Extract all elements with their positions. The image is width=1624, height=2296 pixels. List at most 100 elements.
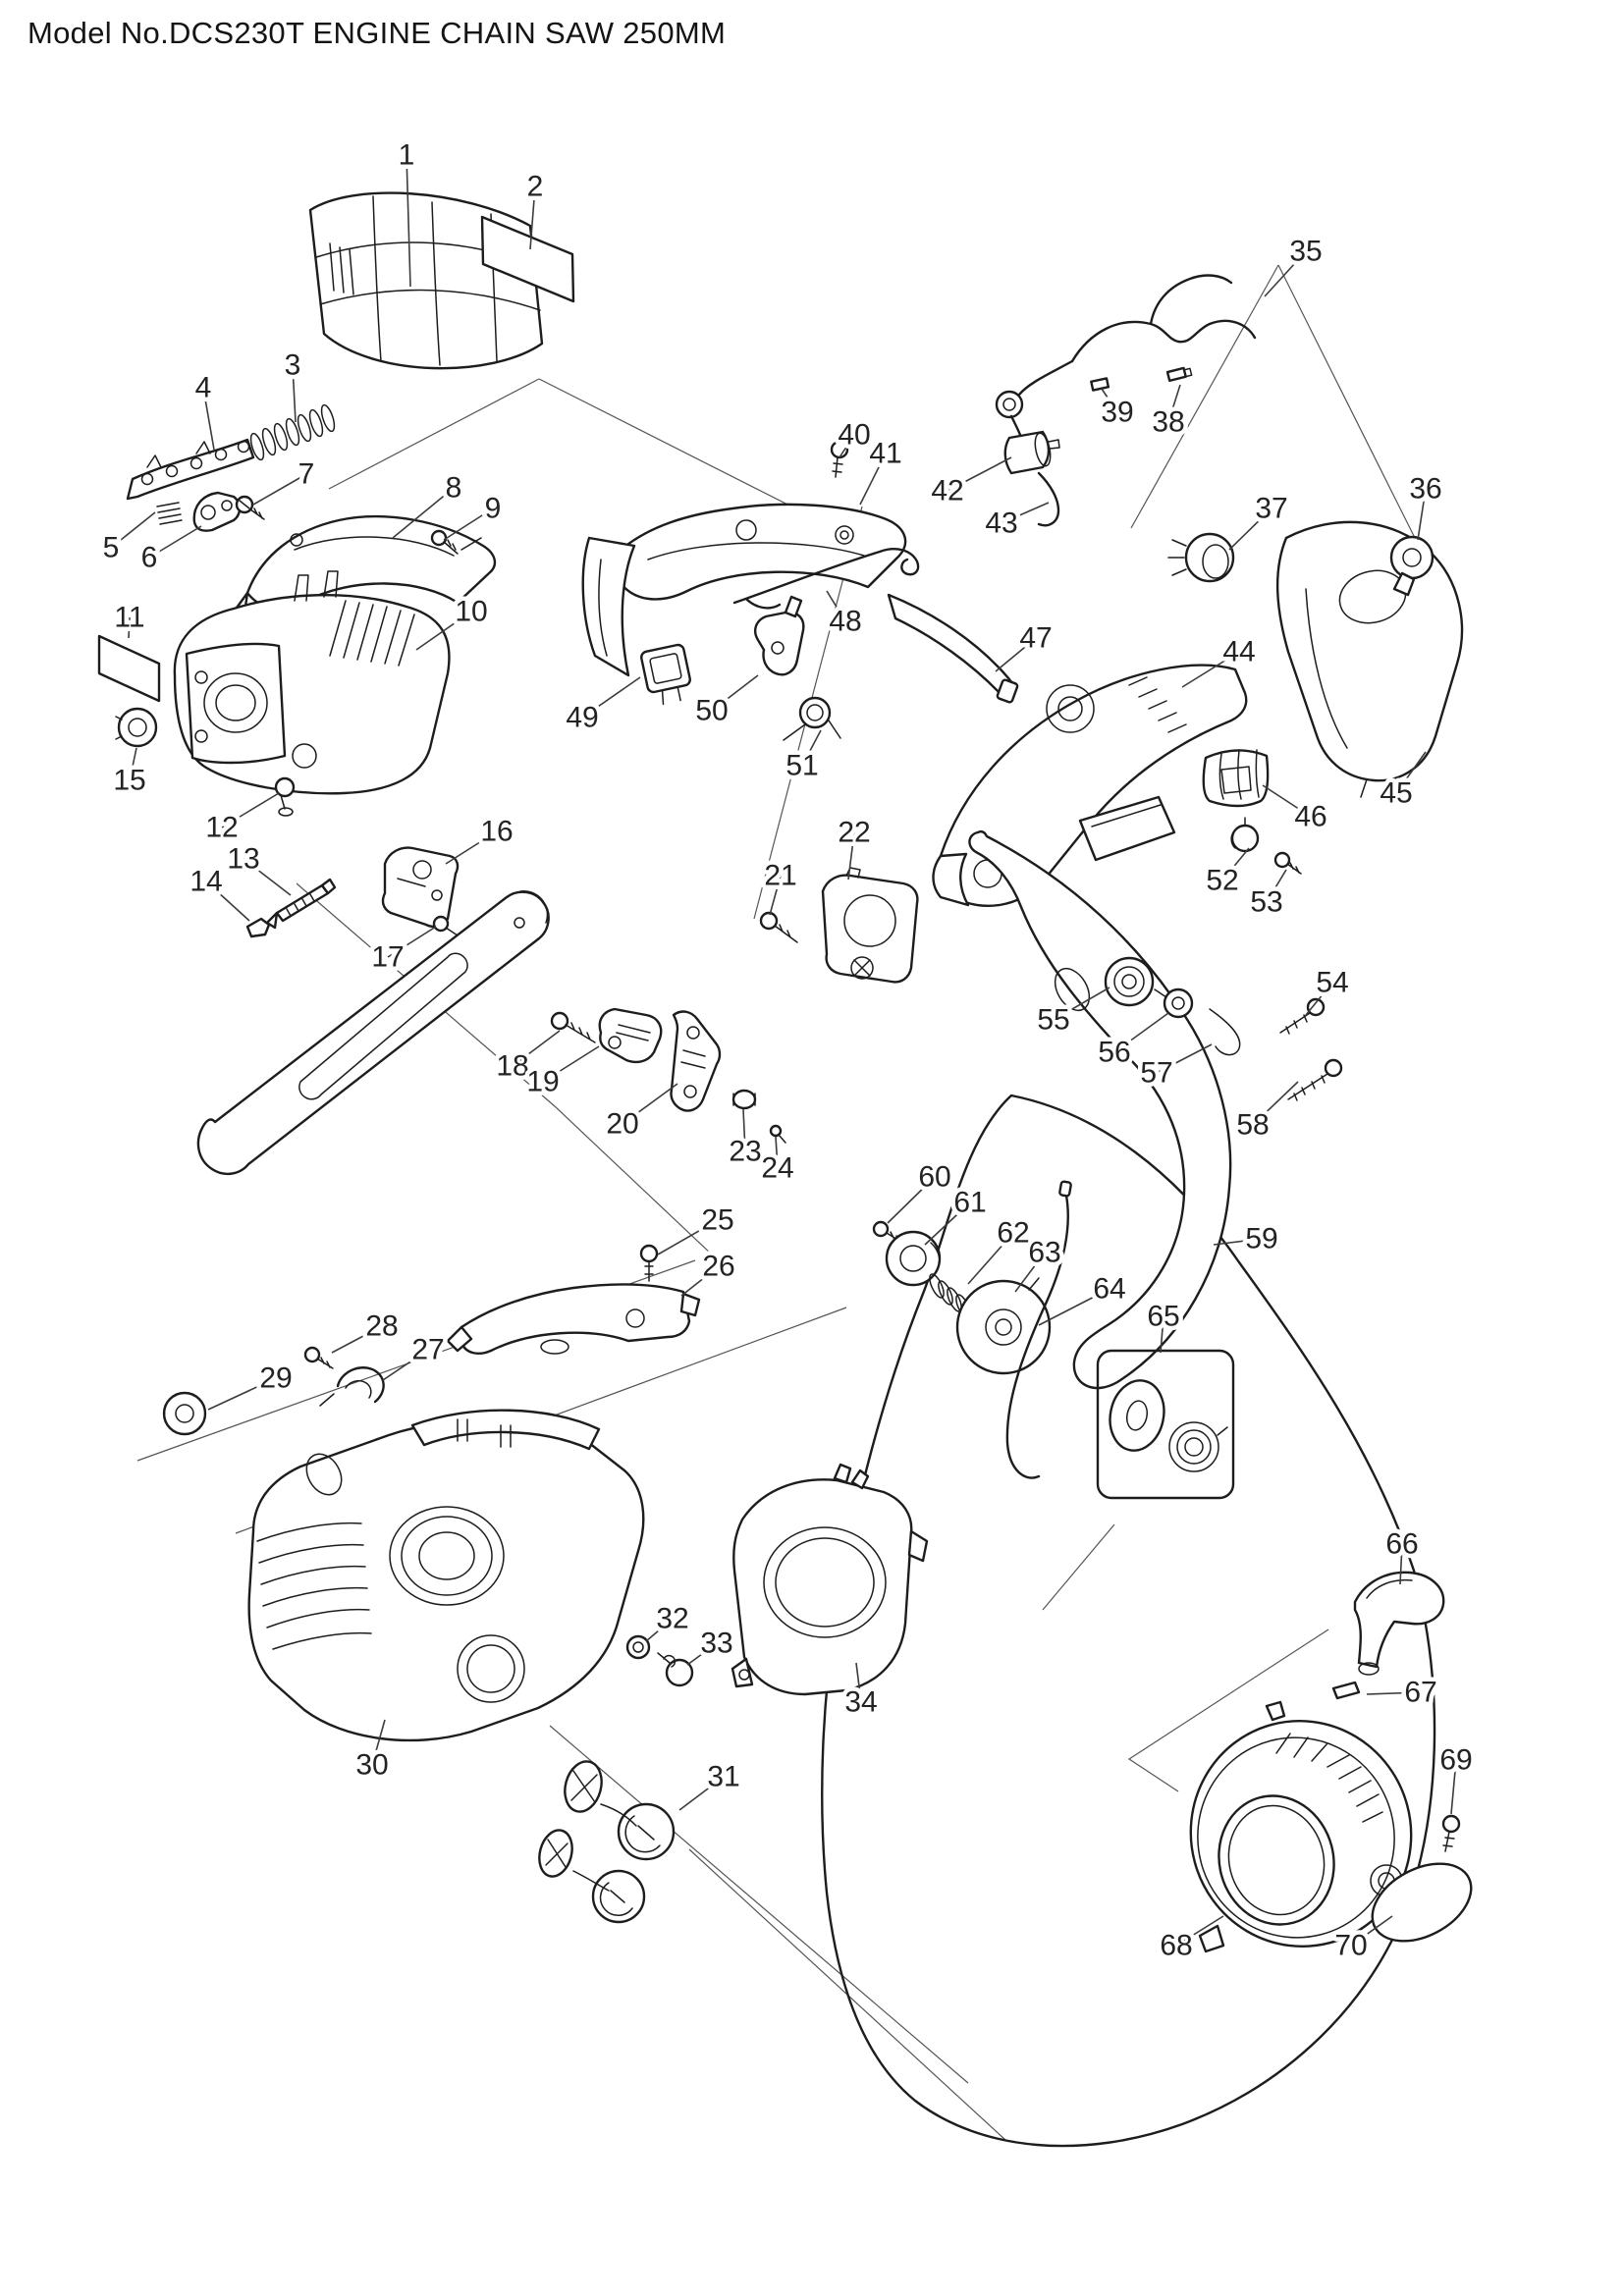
callout-2: 2 [527,171,544,203]
part-screw-21 [759,911,798,943]
part-hose-hook-43 [1037,471,1060,527]
leader-line-29 [207,1377,277,1411]
leader-line-64 [1038,1288,1110,1326]
leader-line-16 [445,830,498,865]
leader-line-3 [292,364,297,423]
leader-line-11 [128,616,131,639]
leader-line-63 [1014,1252,1046,1293]
callout-44: 44 [1222,636,1255,668]
callout-61: 61 [953,1187,986,1219]
part-starter-cam [885,1230,942,1287]
callout-46: 46 [1294,801,1326,833]
leader-line-52 [1221,847,1250,881]
part-top-handle [968,830,1241,1390]
part-cup-52 [1230,817,1260,853]
part-guide-plate [381,846,460,929]
callout-12: 12 [205,812,238,844]
callout-7: 7 [298,458,315,491]
leader-line-34 [855,1662,862,1703]
leader-line-20 [622,1083,678,1125]
leader-line-30 [371,1719,386,1766]
part-screw-7 [235,495,265,520]
leader-line-60 [887,1176,936,1224]
part-throttle-rod [732,548,920,610]
part-grommet-29 [162,1391,207,1436]
part-torsion-spring [783,696,841,741]
part-brake-cover [581,503,907,677]
callout-9: 9 [485,493,502,525]
part-sleeve-23 [731,1089,757,1110]
part-small-spring [156,502,183,525]
leader-line-68 [1175,1915,1224,1947]
callout-15: 15 [113,765,145,797]
callout-26: 26 [702,1251,734,1283]
leader-line-8 [392,487,455,539]
leader-line-70 [1350,1915,1393,1947]
callout-33: 33 [700,1628,732,1660]
leader-line-9 [443,507,494,541]
callout-42: 42 [931,475,963,507]
leader-line-38 [1167,384,1181,423]
callout-32: 32 [656,1603,688,1635]
callout-66: 66 [1385,1528,1418,1561]
leader-line-18 [512,1030,561,1067]
leader-line-51 [801,729,822,767]
leader-line-50 [711,674,759,712]
leader-line-49 [581,676,641,719]
leader-line-24 [775,1136,779,1169]
leader-line-43 [1001,502,1050,524]
callout-39: 39 [1101,397,1133,429]
callout-63: 63 [1028,1237,1060,1269]
callout-29: 29 [259,1362,292,1395]
leader-line-53 [1266,869,1287,903]
leader-line-31 [678,1776,725,1811]
leader-line-4 [202,387,215,451]
callout-34: 34 [844,1686,877,1719]
leader-line-65 [1160,1315,1164,1354]
callout-69: 69 [1439,1744,1472,1777]
callout-16: 16 [480,816,513,848]
callout-64: 64 [1093,1273,1125,1306]
part-intake-boot [1202,749,1270,808]
callout-3: 3 [285,349,301,382]
leader-line-10 [415,611,472,651]
part-lever [192,491,242,532]
leader-line-27 [382,1349,429,1381]
leader-line-42 [947,456,1012,492]
part-primer-bulb [1167,532,1235,583]
part-spring-case-65 [1096,1349,1235,1500]
leader-line-28 [331,1325,383,1354]
callout-17: 17 [371,941,404,974]
leader-line-39 [1101,388,1118,413]
callout-36: 36 [1409,473,1441,506]
leader-line-13 [243,858,292,896]
leader-line-44 [1181,651,1240,688]
part-pin-14 [245,917,271,938]
part-fan-cover [731,1463,929,1696]
callout-53: 53 [1250,886,1282,919]
part-knob-36 [1389,535,1435,597]
part-screw-54 [1279,997,1326,1035]
leader-line-12 [221,792,280,828]
part-adjust-screw [265,878,337,930]
part-screw-17 [432,915,459,936]
leader-line-58 [1252,1081,1299,1126]
leader-line-37 [1228,507,1272,551]
leader-line-7 [252,473,307,506]
leader-line-47 [995,637,1037,672]
callout-5: 5 [103,532,120,564]
callout-18: 18 [496,1050,528,1083]
callout-27: 27 [411,1334,444,1366]
part-connector-38 [1165,366,1193,383]
leader-line-45 [1395,751,1427,794]
callout-40: 40 [838,419,870,452]
part-guide-bar [196,890,550,1176]
leader-line-41 [859,453,887,506]
callout-37: 37 [1255,493,1287,525]
part-caps-31 [538,1760,676,1924]
part-screw-58 [1287,1058,1343,1101]
callout-57: 57 [1140,1057,1172,1090]
part-screw-18 [550,1011,596,1043]
leader-line-48 [826,590,846,622]
